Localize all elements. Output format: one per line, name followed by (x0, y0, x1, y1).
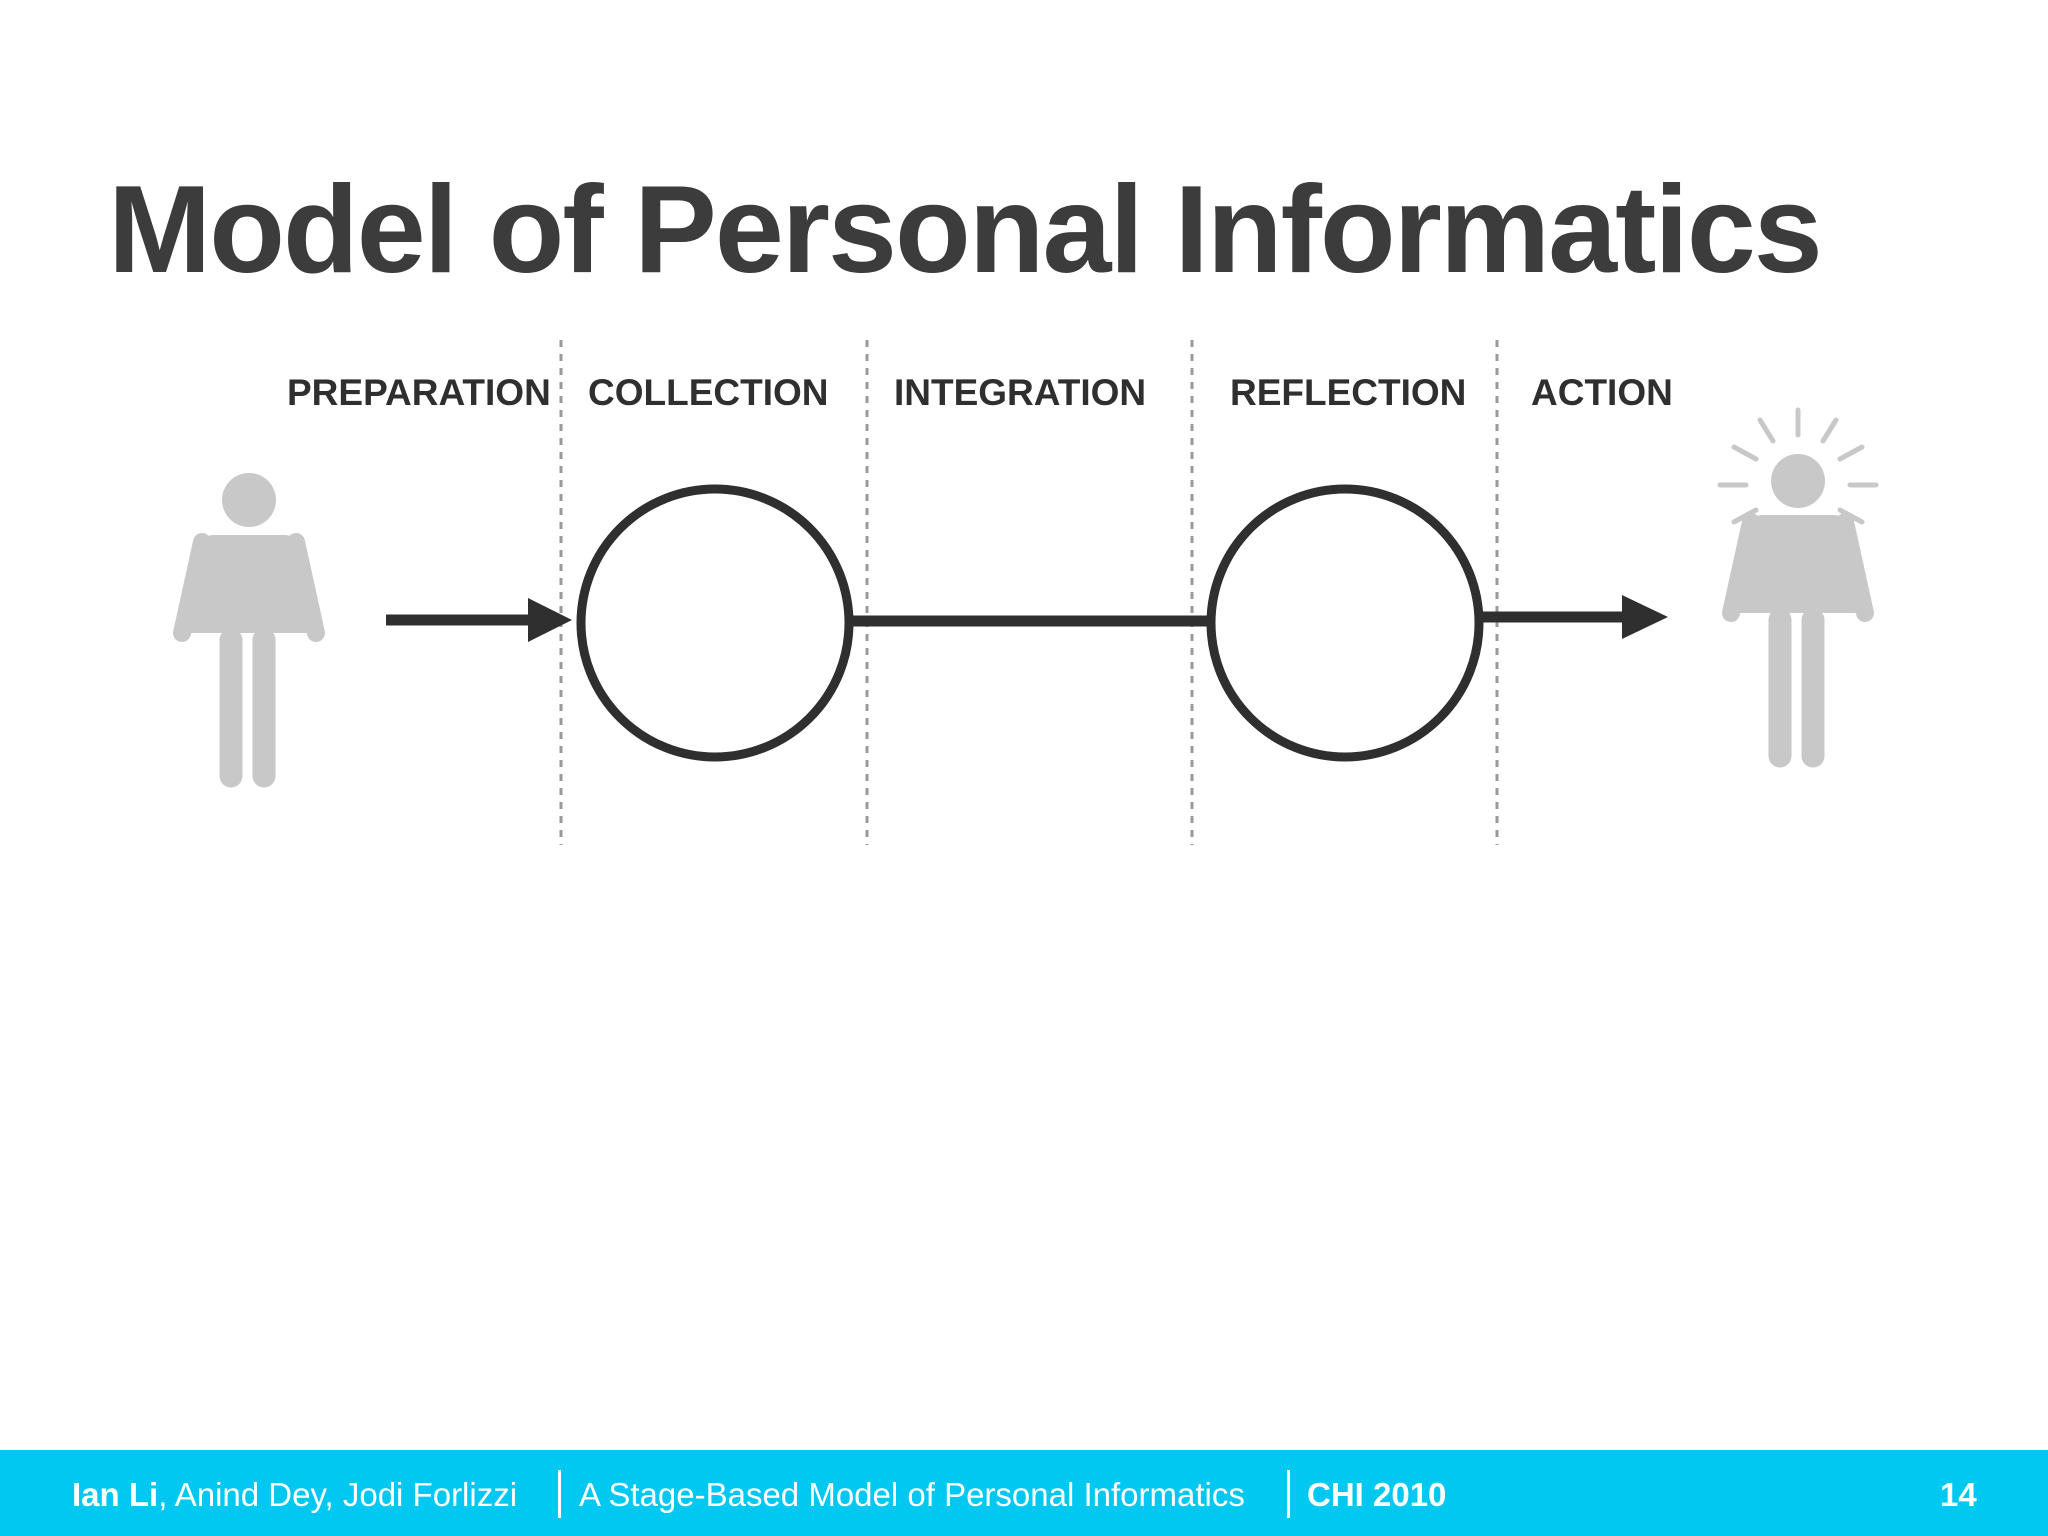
stage-label-collection: COLLECTION (588, 372, 829, 413)
collection-circle (576, 484, 854, 762)
slide-title: Model of Personal Informatics (108, 161, 1823, 299)
stage-label-reflection: REFLECTION (1230, 372, 1467, 413)
footer-authors: Ian Li, Anind Dey, Jodi Forlizzi (72, 1478, 517, 1511)
enlightened-person-icon (1717, 407, 1879, 768)
footer-coauthors: , Anind Dey, Jodi Forlizzi (158, 1476, 518, 1513)
stage-label-preparation: PREPARATION (287, 372, 551, 413)
footer-lead-author: Ian Li (72, 1476, 159, 1513)
footer-page-number: 14 (1940, 1476, 1977, 1513)
arrow-right-icon (386, 598, 572, 642)
arrow-right-icon (1482, 595, 1668, 639)
person-icon (173, 473, 325, 788)
footer-separator (558, 1470, 561, 1518)
footer-paper-title: A Stage-Based Model of Personal Informat… (579, 1476, 1245, 1513)
stage-model-diagram (173, 340, 1879, 845)
footer-venue: CHI 2010 (1307, 1476, 1447, 1513)
reflection-circle (1206, 484, 1484, 762)
stage-label-integration: INTEGRATION (894, 372, 1147, 413)
footer-bar: Ian Li, Anind Dey, Jodi Forlizzi A Stage… (0, 1450, 2048, 1536)
footer-separator (1287, 1470, 1290, 1518)
stage-label-action: ACTION (1531, 372, 1673, 413)
stage-dividers (559, 340, 1499, 845)
